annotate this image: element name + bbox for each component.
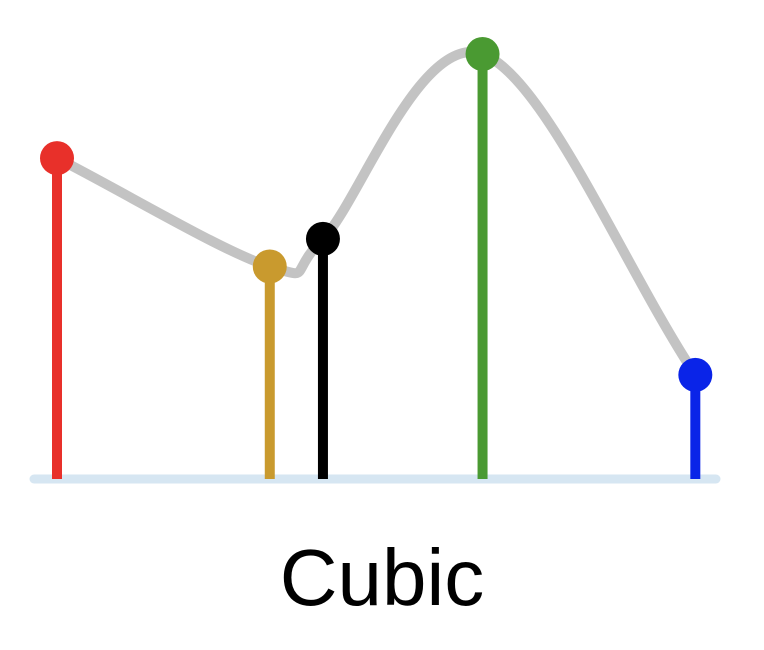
control-point-3 xyxy=(305,221,340,256)
diagram-caption: Cubic xyxy=(279,533,485,622)
control-point-5 xyxy=(678,357,713,392)
control-point-4 xyxy=(465,37,500,71)
cubic-curve xyxy=(52,46,701,380)
control-point-2 xyxy=(252,249,287,284)
cubic-interpolation-diagram xyxy=(29,37,721,484)
control-point-1 xyxy=(40,141,74,176)
